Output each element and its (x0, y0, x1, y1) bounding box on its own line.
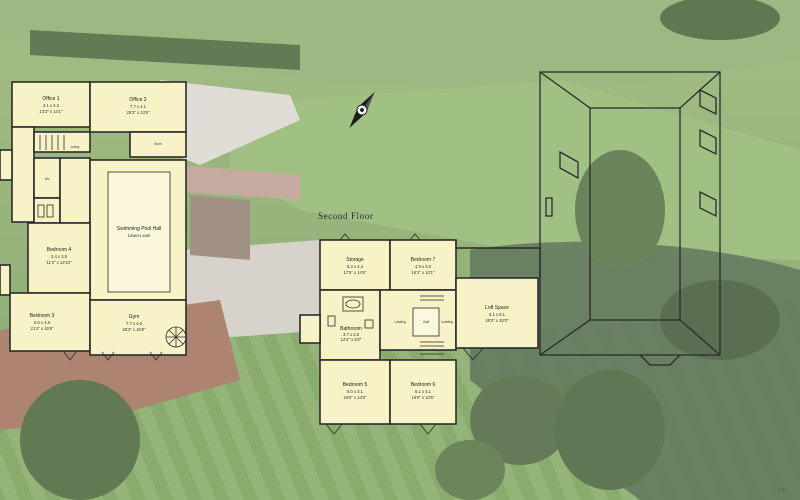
roof-outline (539, 71, 721, 366)
second-floor-labels: Storage 5.3 x 4.4 17'5" x 14'5" Bedroom … (340, 257, 509, 400)
landing2-label: Landing (441, 320, 453, 324)
bedroom3-imperial: 21'4" x 15'9" (31, 326, 54, 331)
void-label: Void (423, 320, 429, 324)
gym-imperial: 25'3" x 15'9" (123, 327, 146, 332)
bedroom4-name: Bedroom 4 (47, 247, 72, 253)
office1-imperial: 13'3" x 14'1" (40, 109, 63, 114)
lobby-label: Lobby (71, 145, 80, 149)
landing-label: Landing (394, 320, 406, 324)
bathroom-name: Bathroom (340, 326, 362, 332)
gym-metric: 7.7 x 4.8 (126, 321, 143, 326)
office2-imperial: 25'3" x 13'5" (127, 110, 150, 115)
office1-name: Office 1 (42, 96, 59, 102)
bathroom-metric: 3.7 x 2.8 (343, 332, 360, 337)
loft-imperial: 20'0" x 20'0" (486, 318, 509, 323)
loft-metric: 6.1 x 6.1 (489, 312, 506, 317)
wc-label: Wc (45, 177, 50, 181)
lower-floor-plan (0, 81, 187, 356)
bedroom4-metric: 3.4 x 3.9 (51, 254, 68, 259)
bedroom4-imperial: 11'2" x 12'10" (47, 260, 72, 265)
bedroom6-imperial: 16'9" x 13'5" (412, 395, 435, 400)
storage-metric: 5.3 x 4.4 (347, 264, 364, 269)
second-floor-plan (299, 239, 539, 425)
office2-metric: 7.7 x 4.1 (130, 104, 147, 109)
compass-icon (349, 91, 375, 129)
storage-name: Storage (346, 257, 364, 263)
lower-floor-labels: Office 1 4.1 x 4.3 13'3" x 14'1" Office … (30, 96, 162, 332)
bedroom5-imperial: 16'5" x 13'5" (344, 395, 367, 400)
bathroom-imperial: 12'2" x 9'2" (341, 337, 362, 342)
bedroom7-metric: 4.9 x 4.0 (415, 264, 432, 269)
floor-title: Second Floor (318, 211, 373, 221)
bedroom7-name: Bedroom 7 (411, 257, 436, 263)
page-number: 13 (778, 488, 785, 494)
gym-name: Gym (129, 314, 140, 320)
bedroom6-metric: 5.1 x 4.1 (415, 389, 432, 394)
lower-floor-details (37, 135, 187, 361)
bedroom5-name: Bedroom 5 (343, 382, 368, 388)
bedroom5-metric: 5.0 x 4.1 (347, 389, 364, 394)
bedroom7-imperial: 16'1" x 13'1" (412, 270, 435, 275)
loft-name: Loft Space (485, 305, 509, 311)
office1-metric: 4.1 x 4.3 (43, 103, 60, 108)
bedroom3-name: Bedroom 3 (30, 313, 55, 319)
office2-name: Office 2 (129, 97, 146, 103)
bedroom3-metric: 6.5 x 4.8 (34, 320, 51, 325)
bedroom6-name: Bedroom 6 (411, 382, 436, 388)
pool-hall-name: Swimming Pool Hall (117, 226, 161, 232)
storage-imperial: 17'5" x 14'5" (344, 270, 367, 275)
store-name: Store (154, 142, 162, 146)
pool-hall-sub: Lower Level (128, 233, 151, 238)
